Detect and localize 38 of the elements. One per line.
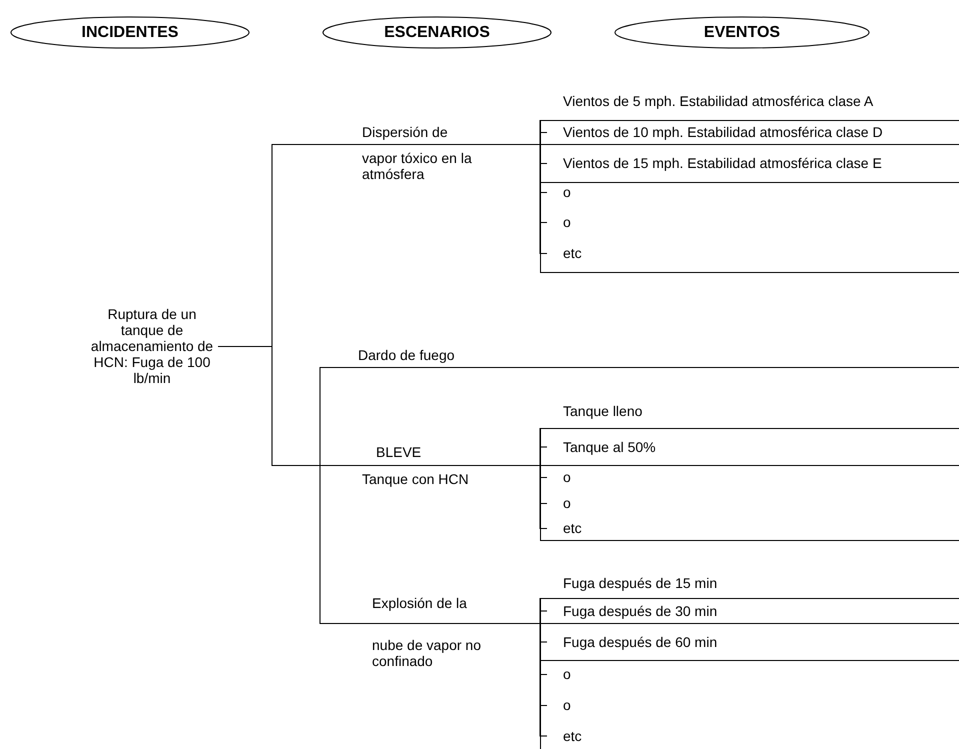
header-text: ESCENARIOS — [384, 22, 490, 42]
header-text: EVENTOS — [704, 22, 780, 42]
incident-text: Ruptura de un tanque de almacenamiento de HCN: Fuga de 100 lb/min — [90, 306, 214, 386]
event-text: etc — [563, 728, 582, 744]
header-ellipse — [10, 16, 250, 49]
event-text: etc — [563, 520, 582, 536]
event-text: Fuga después de 60 min — [563, 634, 718, 650]
scenario-text: Tanque con HCN — [362, 471, 470, 487]
event-text: Vientos de 5 mph. Estabilidad atmosférica clase A — [563, 93, 874, 109]
event-text: Vientos de 10 mph. Estabilidad atmosférica clase D — [563, 124, 883, 140]
event-text: o — [563, 495, 571, 511]
event-text: o — [563, 184, 571, 200]
scenario-text: Explosión de la — [372, 595, 467, 611]
header-ellipse — [614, 16, 870, 49]
event-text: o — [563, 666, 571, 682]
tree-connector — [540, 610, 548, 624]
event-text: o — [563, 214, 571, 230]
event-text: o — [563, 469, 571, 485]
tree-connector — [540, 132, 548, 145]
scenario-text: vapor tóxico en la atmósfera — [362, 150, 473, 182]
header-text: INCIDENTES — [82, 22, 178, 42]
event-text: etc — [563, 245, 582, 261]
scenario-text: nube de vapor no confinado — [372, 637, 482, 669]
event-text: Tanque lleno — [563, 403, 642, 419]
tree-connector — [218, 346, 330, 624]
tree-connector — [540, 144, 548, 254]
scenario-text: Dardo de fuego — [358, 347, 455, 363]
tree-connector — [540, 623, 548, 736]
scenario-text: BLEVE — [376, 444, 422, 460]
tree-connector — [540, 465, 548, 529]
event-text: Tanque al 50% — [563, 438, 656, 454]
header-ellipse — [322, 16, 552, 49]
event-text: o — [563, 697, 571, 713]
tree-connector — [540, 446, 548, 466]
event-text: Vientos de 15 mph. Estabilidad atmosférica clase E — [563, 155, 882, 171]
event-text: Fuga después de 15 min — [563, 575, 718, 591]
scenario-text: Dispersión de — [362, 124, 448, 140]
event-text: Fuga después de 30 min — [563, 602, 718, 618]
